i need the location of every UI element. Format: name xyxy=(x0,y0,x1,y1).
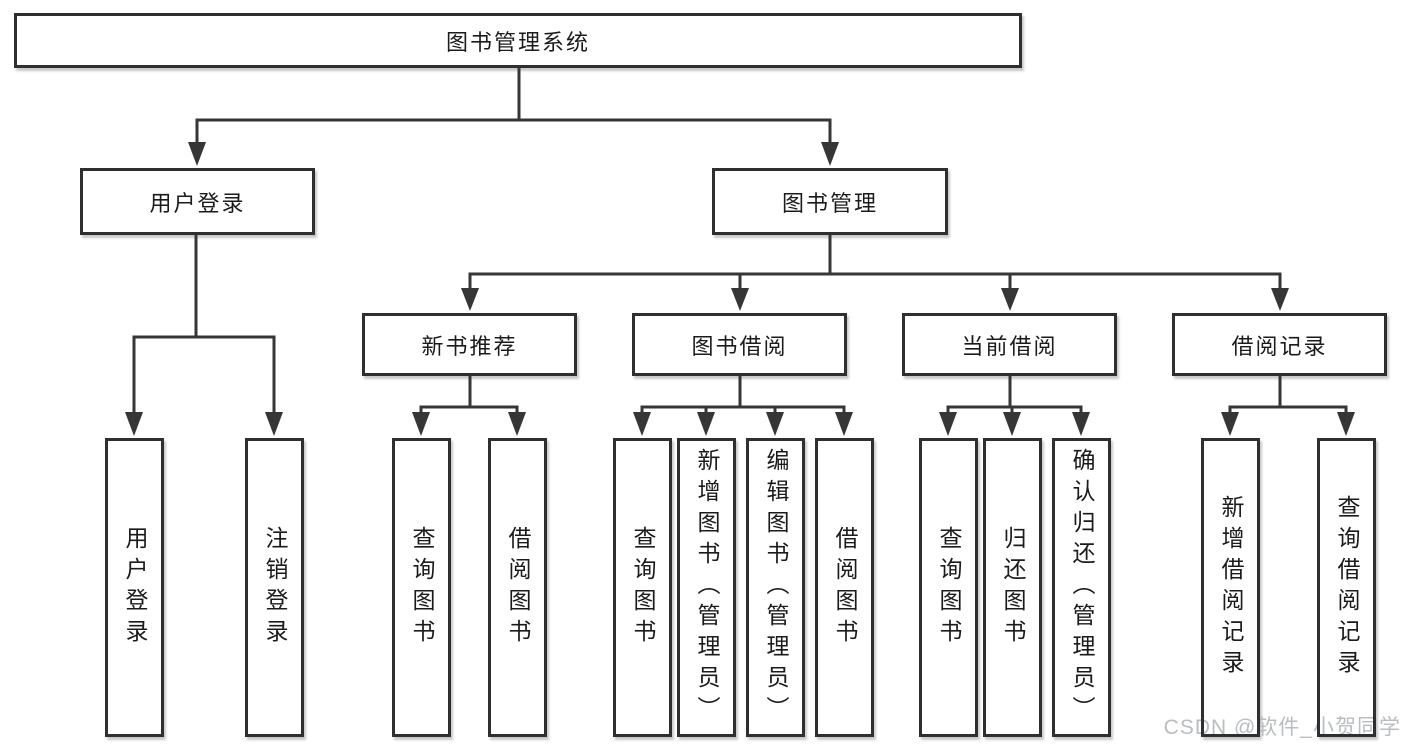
arrowhead-icon xyxy=(412,412,430,436)
node-label: 用户登录 xyxy=(149,190,246,216)
node-label: 新书推荐 xyxy=(421,333,518,359)
leaf-borrow-book-recommend: 借阅图书 xyxy=(488,438,547,737)
arrowhead-icon xyxy=(125,412,143,436)
leaf-user-login: 用户登录 xyxy=(105,438,164,737)
node-label: 借阅记录 xyxy=(1231,333,1328,359)
node-label: 注销登录 xyxy=(262,525,288,650)
node-label: 查询借阅记录 xyxy=(1334,494,1360,681)
arrowhead-icon xyxy=(265,412,283,436)
node-label: 查询图书 xyxy=(936,525,962,650)
node-label: 用户登录 xyxy=(122,525,148,650)
node-user-login: 用户登录 xyxy=(80,168,315,235)
arrowhead-icon xyxy=(508,412,526,436)
arrowhead-icon xyxy=(1072,412,1090,436)
node-book-borrow: 图书借阅 xyxy=(632,313,847,376)
arrowhead-icon xyxy=(1271,288,1289,311)
node-new-book-recommend: 新书推荐 xyxy=(362,313,577,376)
node-label: 归还图书 xyxy=(1000,525,1026,650)
arrowhead-icon xyxy=(835,412,853,436)
leaf-logout: 注销登录 xyxy=(245,438,304,737)
arrowhead-icon xyxy=(697,412,715,436)
leaf-return-book: 归还图书 xyxy=(983,438,1042,737)
arrowhead-icon xyxy=(731,288,749,311)
node-label: 确认归还（管理员） xyxy=(1069,448,1095,727)
arrowhead-icon xyxy=(633,412,651,436)
arrowhead-icon xyxy=(939,412,957,436)
node-label: 新增借阅记录 xyxy=(1218,494,1244,681)
node-borrow-record: 借阅记录 xyxy=(1172,313,1387,376)
arrowhead-icon xyxy=(461,288,479,311)
arrowhead-icon xyxy=(1221,412,1239,436)
node-label: 查询图书 xyxy=(409,525,435,650)
leaf-query-book-borrow: 查询图书 xyxy=(613,438,672,737)
node-label: 图书管理 xyxy=(781,190,878,216)
leaf-edit-book-admin: 编辑图书（管理员） xyxy=(746,438,805,737)
arrowhead-icon xyxy=(821,142,839,166)
node-label: 查询图书 xyxy=(630,525,656,650)
node-root: 图书管理系统 xyxy=(14,13,1022,68)
arrowhead-icon xyxy=(1001,288,1019,311)
node-label: 图书借阅 xyxy=(691,333,788,359)
leaf-add-book-admin: 新增图书（管理员） xyxy=(677,438,736,737)
node-current-borrow: 当前借阅 xyxy=(902,313,1117,376)
node-label: 编辑图书（管理员） xyxy=(763,448,789,727)
leaf-add-borrow-record: 新增借阅记录 xyxy=(1201,438,1260,737)
node-label: 借阅图书 xyxy=(505,525,531,650)
csdn-watermark: CSDN @软件_小贺同学 xyxy=(1163,716,1401,739)
leaf-query-book-recommend: 查询图书 xyxy=(392,438,451,737)
leaf-borrow-book: 借阅图书 xyxy=(815,438,874,737)
node-label: 当前借阅 xyxy=(961,333,1058,359)
node-label: 新增图书（管理员） xyxy=(694,448,720,727)
arrowhead-icon xyxy=(1337,412,1355,436)
node-book-management: 图书管理 xyxy=(712,168,948,235)
leaf-query-book-current: 查询图书 xyxy=(919,438,978,737)
node-label: 图书管理系统 xyxy=(445,29,590,55)
leaf-confirm-return-admin: 确认归还（管理员） xyxy=(1052,438,1111,737)
leaf-query-borrow-record: 查询借阅记录 xyxy=(1317,438,1376,737)
arrowhead-icon xyxy=(1003,412,1021,436)
node-label: 借阅图书 xyxy=(832,525,858,650)
arrowhead-icon xyxy=(188,142,206,166)
arrowhead-icon xyxy=(766,412,784,436)
